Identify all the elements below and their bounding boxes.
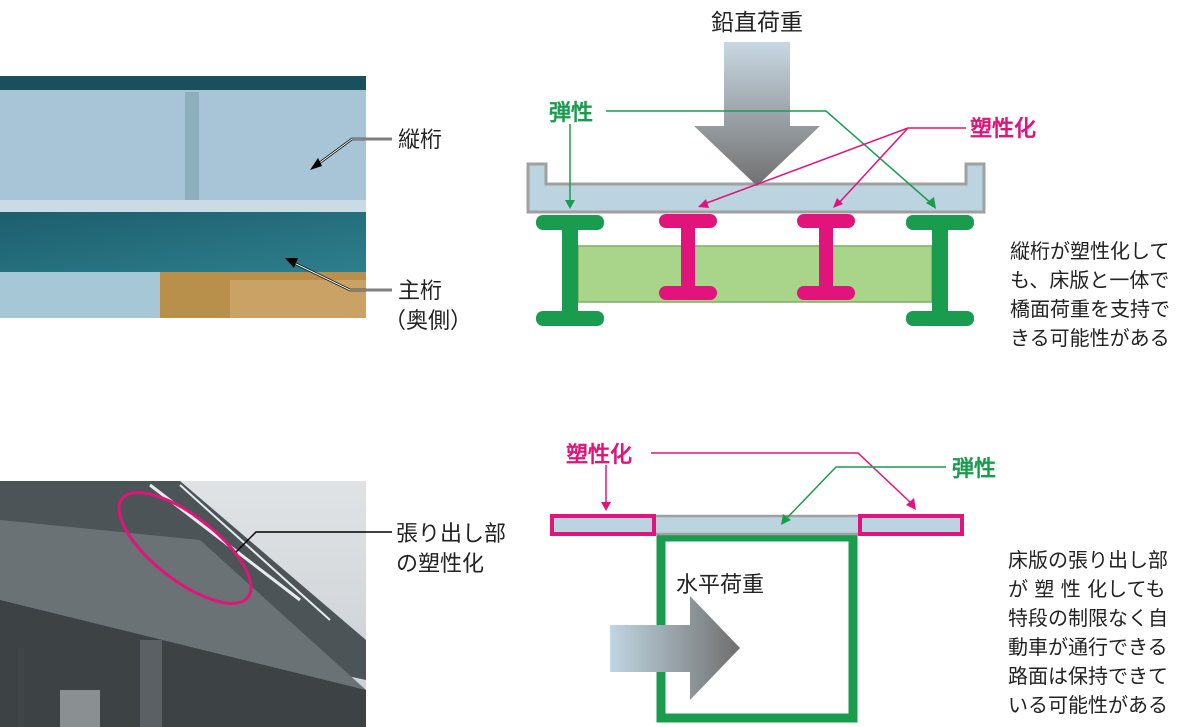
label-main-girder: 主桁 <box>398 279 442 304</box>
photo-overhang <box>0 481 366 727</box>
main-girder-left-beam <box>536 215 604 326</box>
note-bottom-line: 特段の制限なく自 <box>1008 606 1168 630</box>
note-bottom-line: 床版の張り出し部 <box>1008 548 1168 572</box>
deck-slab-top <box>526 162 986 214</box>
label-plastic-top: 塑性化 <box>970 116 1036 142</box>
main-girder-leader <box>285 258 392 292</box>
label-elastic-bottom: 弾性 <box>952 456 996 482</box>
concrete-infill <box>577 245 933 303</box>
note-bottom-line: 路面は保持できて <box>1008 664 1168 688</box>
deck-slab-bottom <box>652 514 862 536</box>
note-top-line: 縦桁が塑性化して <box>1010 239 1169 263</box>
label-overhang-2: の塑性化 <box>396 552 484 577</box>
note-top-line: も、床版と一体で <box>1010 268 1169 292</box>
overhang-leader <box>235 531 392 553</box>
stringer-left-beam <box>659 214 717 300</box>
main-girder-right-beam <box>906 215 974 326</box>
elastic-leader-bottom <box>781 466 946 525</box>
photo-stringer <box>0 76 366 318</box>
label-overhang-1: 張り出し部 <box>396 522 506 547</box>
note-bottom-line: が 塑 性 化してもﾠ <box>1008 577 1184 601</box>
horizontal-load-arrow <box>610 596 740 700</box>
label-main-girder-back: （奥側） <box>384 309 472 334</box>
label-plastic-bottom: 塑性化 <box>566 442 632 468</box>
stringer-right-beam <box>797 214 855 300</box>
note-top-line: きる可能性がある <box>1010 326 1170 350</box>
plastic-leader-top <box>698 127 966 208</box>
label-horizontal-load: 水平荷重 <box>676 573 764 598</box>
note-bottom-line: いる可能性がある <box>1008 693 1168 717</box>
label-vertical-load: 鉛直荷重 <box>711 10 803 36</box>
overhang-right <box>858 514 964 536</box>
note-bottom-line: 動車が通行できる <box>1008 635 1168 659</box>
label-stringer: 縦桁 <box>398 128 442 153</box>
overhang-left <box>550 514 656 536</box>
vertical-load-arrow <box>694 42 820 186</box>
plastic-leader-bottom <box>601 452 916 511</box>
note-top-line: 橋面荷重を支持で <box>1010 297 1170 321</box>
overhang-highlight-ellipse <box>117 491 253 605</box>
stringer-leader <box>310 137 392 170</box>
label-elastic-top: 弾性 <box>549 100 593 126</box>
note-top: 縦桁が塑性化して も、床版と一体で 橋面荷重を支持で きる可能性がある <box>1010 239 1170 350</box>
note-bottom: 床版の張り出し部 が 塑 性 化してもﾠ 特段の制限なく自 動車が通行できる 路… <box>1008 548 1184 717</box>
elastic-leader-top <box>565 110 936 209</box>
